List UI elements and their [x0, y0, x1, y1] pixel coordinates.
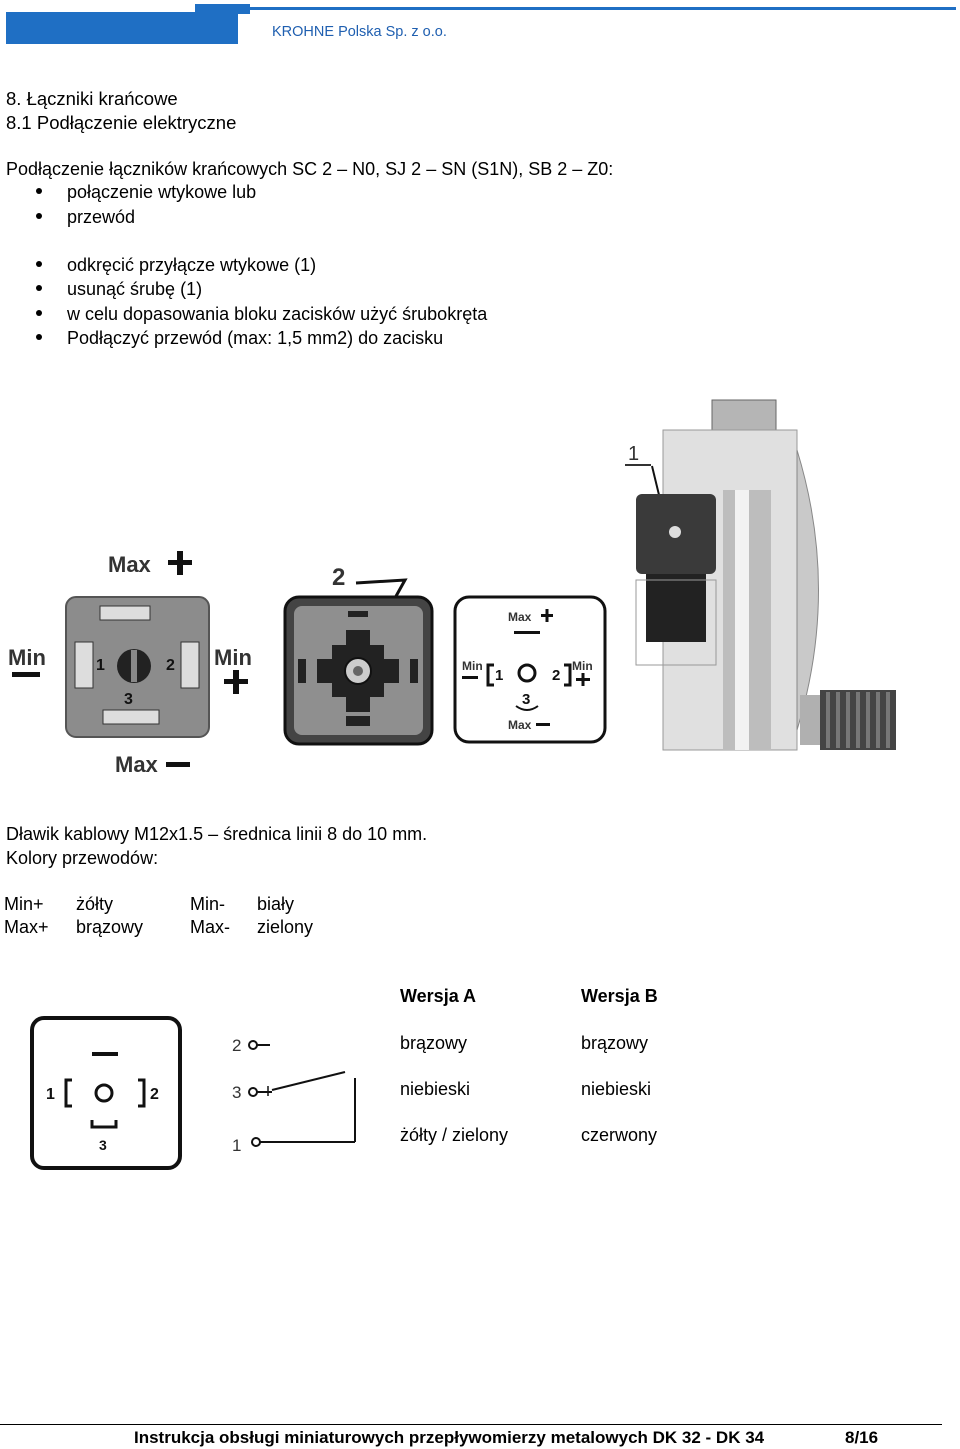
- label-min: Min: [462, 659, 483, 673]
- pin-label: 2: [150, 1086, 159, 1103]
- version-b-cell: czerwony: [581, 1125, 658, 1145]
- bullet-dot: [36, 334, 42, 341]
- bullet-dot: [36, 261, 42, 268]
- version-b-cell: brązowy: [581, 1033, 649, 1053]
- bullet-item: w celu dopasowania bloku zacisków użyć ś…: [36, 304, 487, 325]
- section-title: 8. Łączniki krańcowe: [6, 88, 178, 109]
- bullet-item: połączenie wtykowe lub: [36, 182, 256, 203]
- label-max-minus: Max: [115, 752, 159, 777]
- terminal-label: 3: [232, 1083, 241, 1102]
- footer-rule: [0, 1424, 942, 1425]
- wire-key: Max-: [190, 917, 230, 937]
- middle-connector: 2: [283, 564, 434, 746]
- page-number: 8/16: [845, 1428, 879, 1447]
- bullet-text: w celu dopasowania bloku zacisków użyć ś…: [67, 304, 488, 324]
- label-min-minus: Min: [8, 645, 46, 670]
- label-max-plus: Max: [508, 610, 532, 624]
- header-rule: [238, 7, 956, 10]
- cable-gland-text: Dławik kablowy M12x1.5 – średnica linii …: [6, 824, 428, 844]
- wire-color: biały: [257, 894, 295, 914]
- pin-label: 3: [522, 691, 530, 708]
- footer-title: Instrukcja obsługi miniaturowych przepły…: [134, 1428, 765, 1447]
- terminal-label: 1: [232, 1136, 241, 1155]
- bullet-item: przewód: [36, 207, 135, 228]
- bullet-item: usunąć śrubę (1): [36, 279, 202, 300]
- pin-label: 1: [46, 1086, 55, 1103]
- bullet-text: przewód: [67, 207, 136, 227]
- wire-key: Max+: [4, 917, 49, 937]
- pin-label: 3: [99, 1137, 107, 1153]
- pin-label: 2: [166, 657, 175, 674]
- pin-label: 3: [124, 691, 133, 708]
- bullet-dot: [36, 285, 42, 292]
- connector-figure: Max Min Min Max 1 2 3 2: [8, 399, 896, 777]
- callout-2: 2: [332, 564, 345, 591]
- pin-label: 1: [96, 657, 105, 674]
- intro-text: Podłączenie łączników krańcowych SC 2 – …: [6, 159, 614, 179]
- bullet-dot: [36, 213, 42, 220]
- wire-color: brązowy: [76, 917, 144, 937]
- bullet-dot: [36, 310, 42, 317]
- callout-1: 1: [628, 443, 639, 465]
- terminal-label: 2: [232, 1036, 241, 1055]
- version-b-header: Wersja B: [581, 986, 658, 1006]
- pin-label: 1: [495, 667, 503, 684]
- wiring-schematic: 1 2 3 2 3 1: [30, 1016, 356, 1170]
- bullet-item: odkręcić przyłącze wtykowe (1): [36, 255, 316, 276]
- bullet-text: połączenie wtykowe lub: [67, 182, 257, 202]
- bullet-text: odkręcić przyłącze wtykowe (1): [67, 255, 317, 275]
- company-name: KROHNE Polska Sp. z o.o.: [272, 24, 447, 40]
- version-a-cell: żółty / zielony: [400, 1125, 509, 1145]
- wire-key: Min+: [4, 894, 44, 914]
- wire-key: Min-: [190, 894, 225, 914]
- wire-color: zielony: [257, 917, 314, 937]
- bullet-text: Podłączyć przewód (max: 1,5 mm2) do zaci…: [67, 328, 444, 348]
- section-subtitle: 8.1 Podłączenie elektryczne: [6, 112, 237, 133]
- bullet-item: Podłączyć przewód (max: 1,5 mm2) do zaci…: [36, 328, 443, 349]
- header-accent: [195, 4, 250, 14]
- label-max-minus: Max: [508, 718, 532, 732]
- right-connector: Max Min Min 1 2 3 Max: [453, 595, 607, 744]
- header-bar: [6, 12, 238, 44]
- label-min-plus: Min: [214, 645, 252, 670]
- wire-color: żółty: [76, 894, 114, 914]
- version-a-cell: brązowy: [400, 1033, 468, 1053]
- label-min: Min: [572, 659, 593, 673]
- label-max-plus: Max: [108, 552, 152, 577]
- left-connector: Max Min Min Max 1 2 3: [8, 551, 252, 777]
- wire-colors-title: Kolory przewodów:: [6, 848, 159, 868]
- pin-label: 2: [552, 667, 560, 684]
- device-illustration: 1: [625, 399, 896, 751]
- bullet-dot: [36, 188, 42, 195]
- version-a-cell: niebieski: [400, 1079, 471, 1099]
- bullet-text: usunąć śrubę (1): [67, 279, 203, 299]
- version-a-header: Wersja A: [400, 986, 477, 1006]
- version-b-cell: niebieski: [581, 1079, 652, 1099]
